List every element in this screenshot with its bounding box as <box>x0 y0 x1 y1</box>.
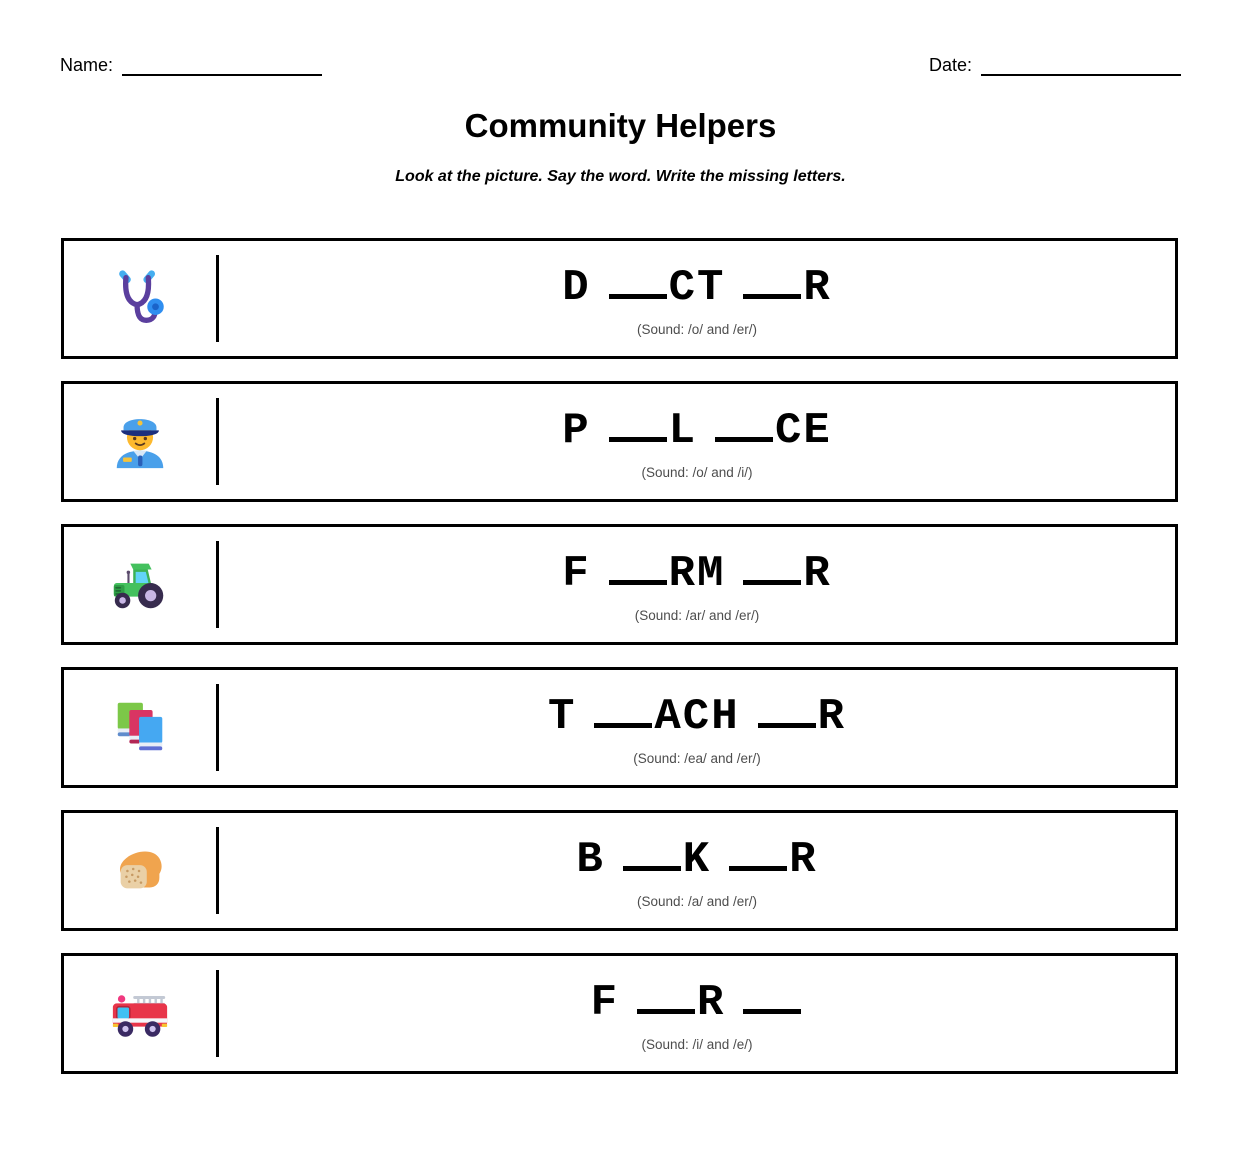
word-letter: F <box>590 978 619 1029</box>
name-write-line <box>122 59 323 76</box>
word-letter: R <box>668 549 697 600</box>
instructions: Look at the picture. Say the word. Write… <box>395 168 846 186</box>
missing-letter-blank <box>608 437 667 443</box>
header: Name: Date: <box>0 0 1241 76</box>
word-letter: F <box>562 549 591 600</box>
word-letter: L <box>668 406 697 457</box>
word-letter: M <box>697 549 726 600</box>
sound-hint: (Sound: /i/ and /e/) <box>641 1037 753 1053</box>
sound-hint: (Sound: /a/ and /er/) <box>636 894 758 910</box>
date-write-line <box>981 59 1181 76</box>
police-officer-icon <box>64 410 216 472</box>
word-letter: R <box>697 978 726 1029</box>
row-divider <box>216 969 219 1057</box>
word-letter: C <box>682 692 712 743</box>
missing-letter-blank <box>757 723 816 729</box>
missing-letter-blank <box>743 294 802 300</box>
row-divider <box>216 397 219 485</box>
missing-letter-blank <box>637 1009 695 1015</box>
date-label: Date: <box>928 55 972 75</box>
word-letter: C <box>775 406 804 457</box>
sound-hint: (Sound: /ar/ and /er/) <box>634 608 760 624</box>
name-label: Name: <box>60 55 114 75</box>
name-field: Name: <box>60 55 323 76</box>
word-letter: T <box>697 263 726 314</box>
fire-engine-icon <box>64 982 216 1044</box>
date-field: Date: <box>928 55 1181 76</box>
missing-letter-blank <box>608 580 667 586</box>
word-letter: K <box>682 835 712 886</box>
sound-hint: (Sound: /o/ and /i/) <box>641 465 753 481</box>
missing-letter-blank <box>743 1009 802 1015</box>
word-letter: A <box>654 692 683 743</box>
word-letter: B <box>576 835 605 886</box>
stethoscope-icon <box>64 267 216 329</box>
missing-letter-blank <box>729 866 788 872</box>
word-letter: T <box>547 692 577 743</box>
missing-letter-blank <box>715 437 773 443</box>
word-letter: E <box>803 406 832 457</box>
row-divider <box>216 254 219 342</box>
word-letter: C <box>668 263 697 314</box>
word-letter: D <box>562 263 591 314</box>
missing-letter-blank <box>594 723 653 729</box>
word-letter: R <box>789 835 818 886</box>
missing-letter-blank <box>608 294 667 300</box>
missing-letter-blank <box>743 580 802 586</box>
row-divider <box>216 826 219 914</box>
word-letter: P <box>562 406 591 457</box>
word-letter: R <box>817 692 847 743</box>
row-divider <box>216 683 219 771</box>
missing-letter-blank <box>622 866 681 872</box>
tractor-icon <box>64 553 216 615</box>
row-divider <box>216 540 219 628</box>
bread-icon <box>64 839 216 901</box>
books-icon <box>64 696 216 758</box>
sound-hint: (Sound: /ea/ and /er/) <box>633 751 761 767</box>
word-letter: H <box>711 692 740 743</box>
sound-hint: (Sound: /o/ and /er/) <box>636 322 758 338</box>
word-letter: R <box>803 549 832 600</box>
page-title: Community Helpers <box>464 106 777 144</box>
word-letter: R <box>803 263 832 314</box>
